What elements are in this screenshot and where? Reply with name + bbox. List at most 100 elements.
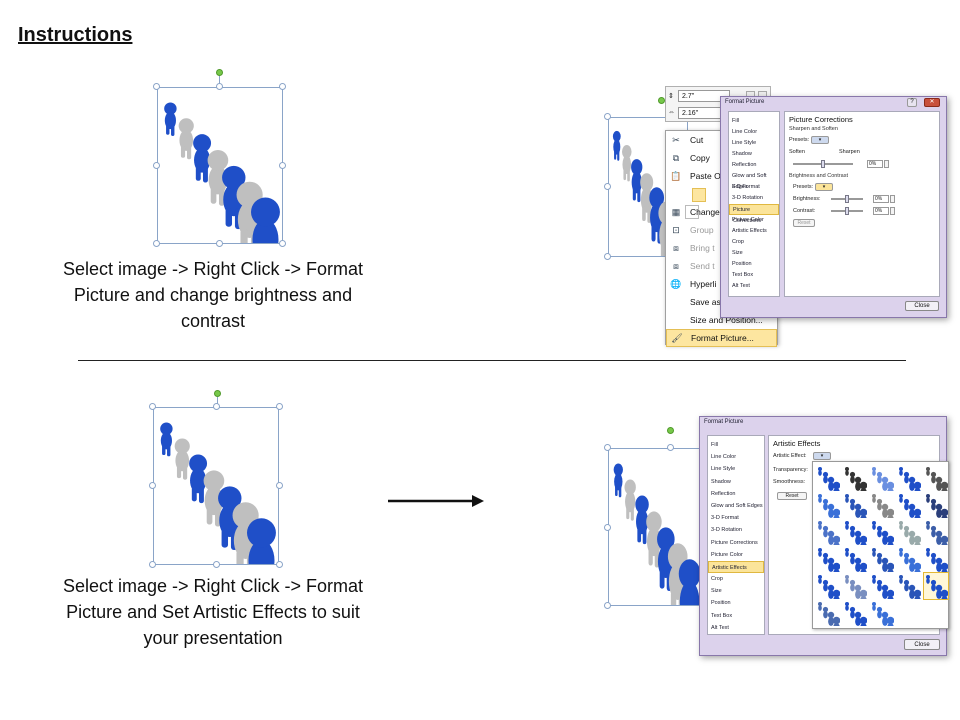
artistic-effect-thumbnail[interactable] (924, 546, 948, 572)
close-button[interactable]: Close (904, 639, 940, 650)
artistic-effect-thumbnail[interactable] (924, 465, 948, 491)
artistic-effect-thumbnail[interactable] (897, 519, 921, 545)
brightness-presets-dropdown[interactable]: ▾ (815, 183, 833, 191)
artistic-effect-thumbnail[interactable] (923, 572, 949, 600)
context-menu-item[interactable]: 🌐Hyperli (666, 275, 777, 293)
nav-item[interactable]: Size (732, 250, 743, 256)
width-icon: ⇔ (668, 109, 675, 116)
artistic-effect-thumbnail[interactable] (843, 492, 867, 518)
context-menu-item[interactable]: Save as (666, 293, 777, 311)
artistic-effect-thumbnail[interactable] (897, 573, 921, 599)
nav-item[interactable]: Size (711, 588, 722, 595)
context-menu-item-label: Paste O (690, 171, 721, 181)
artistic-effect-thumbnail[interactable] (843, 465, 867, 491)
artistic-effect-thumbnail[interactable] (816, 492, 840, 518)
context-menu-item[interactable]: ⧉Copy (666, 149, 777, 167)
context-menu-item[interactable] (666, 185, 777, 219)
artistic-effect-dropdown[interactable]: ▾ (813, 452, 831, 460)
nav-item[interactable]: Shadow (732, 151, 752, 157)
contrast-value[interactable]: 0% (873, 207, 889, 215)
nav-item[interactable]: Reflection (711, 490, 736, 497)
close-x-button[interactable]: ✕ (924, 98, 940, 107)
nav-item[interactable]: 3-D Format (711, 515, 739, 522)
nav-item[interactable]: Reflection (732, 162, 757, 168)
selected-picture-bottom-right[interactable] (608, 448, 703, 606)
reset-button[interactable]: Reset (793, 219, 815, 227)
artistic-effect-thumbnail[interactable] (924, 519, 948, 545)
sharpen-slider[interactable] (793, 160, 853, 168)
nav-item[interactable]: Text Box (711, 612, 733, 619)
nav-item[interactable]: Fill (711, 442, 719, 448)
dialog-title: Format Picture (704, 419, 744, 425)
context-menu-item[interactable]: Size and Position... (666, 311, 777, 329)
nav-item[interactable]: Line Color (732, 129, 758, 135)
artistic-effect-thumbnail[interactable] (897, 492, 921, 518)
nav-item[interactable]: Line Color (711, 454, 737, 461)
nav-item[interactable]: Line Style (732, 140, 757, 146)
nav-item[interactable]: Position (732, 261, 752, 267)
artistic-effect-thumbnail[interactable] (870, 573, 894, 599)
contrast-slider[interactable] (831, 207, 863, 215)
nav-item[interactable]: 3-D Rotation (732, 195, 763, 201)
nav-item[interactable]: Fill (732, 118, 740, 124)
artistic-effect-thumbnail[interactable] (843, 600, 867, 626)
artistic-effect-thumbnail[interactable] (816, 546, 840, 572)
artistic-effect-thumbnail[interactable] (816, 465, 840, 491)
rotate-handle[interactable] (216, 69, 223, 76)
rotate-handle[interactable] (214, 390, 221, 397)
nav-item[interactable]: 3-D Rotation (711, 527, 742, 534)
context-menu-item[interactable]: 🖌Format Picture... (666, 329, 777, 347)
nav-item[interactable]: Alt Text (732, 283, 750, 289)
artistic-effect-thumbnail[interactable] (897, 546, 921, 572)
nav-item[interactable]: Alt Text (711, 624, 729, 631)
context-menu-item[interactable]: ✂Cut (666, 131, 777, 149)
nav-item[interactable]: Picture Color (732, 217, 764, 223)
artistic-effect-thumbnail[interactable] (816, 600, 840, 626)
reset-button[interactable]: Reset (777, 492, 807, 500)
nav-item[interactable]: Text Box (732, 272, 754, 278)
sharpen-spinner[interactable] (884, 160, 889, 168)
brightness-value[interactable]: 0% (873, 195, 889, 203)
artistic-effect-thumbnail[interactable] (870, 492, 894, 518)
brightness-slider[interactable] (831, 195, 863, 203)
artistic-effect-thumbnail[interactable] (843, 519, 867, 545)
artistic-effect-thumbnail[interactable] (843, 573, 867, 599)
context-menu-item[interactable]: ▦Change (666, 203, 777, 221)
artistic-effect-thumbnail[interactable] (870, 465, 894, 491)
artistic-effect-thumbnail[interactable] (843, 546, 867, 572)
context-menu-item-label: Format Picture... (691, 333, 754, 343)
nav-item[interactable]: Picture Corrections (729, 204, 779, 224)
context-menu-item[interactable]: ⊡Group (666, 221, 777, 239)
brightness-spinner[interactable] (890, 195, 895, 203)
artistic-effect-thumbnail[interactable] (870, 519, 894, 545)
nav-item[interactable]: Crop (732, 239, 744, 245)
nav-item[interactable]: Picture Corrections (711, 539, 758, 546)
artistic-effect-thumbnail[interactable] (870, 546, 894, 572)
nav-item[interactable]: Shadow (711, 478, 731, 485)
selected-picture-bottom[interactable] (153, 407, 279, 565)
context-menu-item[interactable]: ⧈Bring t (666, 239, 777, 257)
artistic-effect-thumbnail[interactable] (816, 519, 840, 545)
help-button[interactable]: ? (907, 98, 917, 107)
artistic-effect-thumbnail[interactable] (924, 492, 948, 518)
sharpen-heading: Sharpen and Soften (789, 126, 838, 132)
nav-item[interactable]: Artistic Effects (732, 228, 767, 234)
nav-item[interactable]: 3-D Format (732, 184, 760, 190)
context-menu-item[interactable]: ⧈Send t (666, 257, 777, 275)
artistic-effect-thumbnail[interactable] (816, 573, 840, 599)
nav-item[interactable]: Artistic Effects (708, 560, 764, 574)
nav-item[interactable]: Glow and Soft Edges (732, 173, 767, 190)
artistic-effect-thumbnail[interactable] (870, 600, 894, 626)
nav-item[interactable]: Picture Color (711, 551, 743, 558)
sharpen-presets-dropdown[interactable]: ▾ (811, 136, 829, 144)
nav-item[interactable]: Glow and Soft Edges (711, 502, 763, 509)
contrast-spinner[interactable] (890, 207, 895, 215)
nav-item[interactable]: Position (711, 600, 731, 607)
nav-item[interactable]: Line Style (711, 466, 736, 473)
context-menu-item[interactable]: 📋Paste O (666, 167, 777, 185)
nav-item[interactable]: Crop (711, 576, 723, 583)
sharpen-value[interactable]: 0% (867, 160, 883, 168)
close-button[interactable]: Close (905, 301, 939, 311)
selected-picture-top[interactable] (157, 87, 283, 244)
artistic-effect-thumbnail[interactable] (897, 465, 921, 491)
